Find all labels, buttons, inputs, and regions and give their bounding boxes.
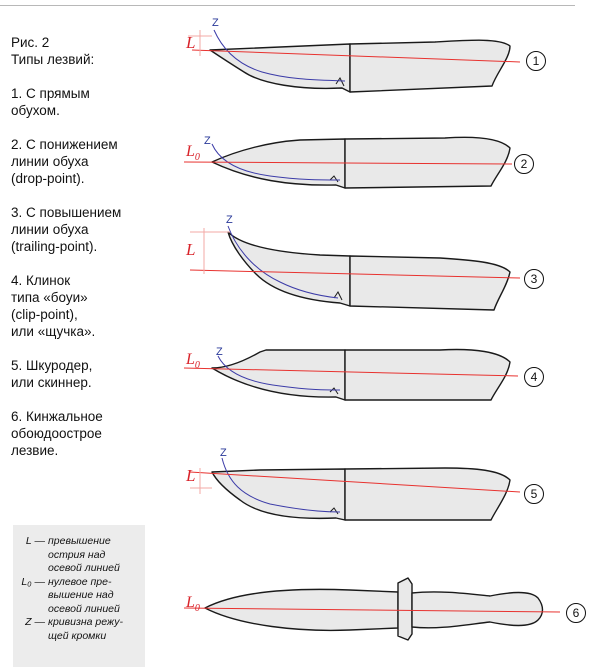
knife-2-l0-label: L0 — [186, 143, 200, 164]
caption-item-6-line-1: 6. Кинжальное — [11, 409, 103, 424]
legend-text: вышение над — [48, 589, 114, 601]
caption-item-5-line-2: или скиннер. — [11, 375, 92, 390]
figure-caption: Рис. 2 Типы лезвий: 1. С прямым обухом. … — [11, 34, 181, 459]
knife-3-ricasso-notch — [333, 291, 343, 301]
knife-6-axis — [183, 607, 561, 613]
knife-5 — [211, 467, 511, 521]
caption-item-6-line-3: лезвие. — [11, 443, 59, 458]
knife-3 — [227, 231, 511, 311]
caption-item-3-line-3: (trailing-point). — [11, 239, 98, 254]
knife-1 — [209, 39, 511, 93]
legend-row-l: L — превышение острия над осевой линией — [21, 535, 139, 576]
knife-3-handle — [349, 255, 511, 311]
knife-4-ricasso-notch — [329, 387, 339, 395]
caption-item-1-line-1: 1. С прямым — [11, 86, 90, 101]
knife-1-z-label: Z — [212, 17, 219, 29]
knife-2-blade — [211, 138, 346, 189]
knife-1-l-label: L — [186, 33, 196, 52]
legend-text: нулевое пре- — [48, 575, 112, 588]
knife-4-number-badge: 4 — [524, 367, 544, 387]
knife-3-blade — [227, 231, 351, 307]
knife-5-edge-curve — [221, 457, 341, 513]
knife-5-l-label: L — [186, 466, 196, 485]
legend-text: щей кромки — [48, 629, 107, 642]
knife-4-l0-label: L0 — [186, 351, 200, 372]
legend-text: превышение — [48, 535, 111, 547]
knife-4-edge-curve — [217, 355, 341, 391]
legend-text: осевой линией — [48, 562, 120, 574]
knife-2-z-label: Z — [204, 135, 211, 147]
knife-2 — [211, 136, 511, 189]
knife-4-z-label: Z — [216, 346, 223, 358]
caption-item-4-line-4: или «щучка». — [11, 324, 96, 339]
knife-1-axis — [191, 49, 521, 63]
top-rule — [0, 5, 575, 6]
legend-symbol: L — — [25, 535, 45, 547]
knife-3-edge-curve — [227, 225, 339, 299]
knife-5-blade — [211, 468, 346, 521]
knife-5-axis — [189, 471, 521, 493]
knife-3-number-badge: 3 — [524, 269, 544, 289]
caption-item-3-line-1: 3. С повышением — [11, 205, 122, 220]
knife-1-handle — [349, 39, 511, 93]
legend-symbol: L₀ — — [21, 575, 45, 588]
knife-3-z-label: Z — [226, 214, 233, 226]
figure-number: Рис. 2 — [11, 35, 50, 50]
knife-2-edge-curve — [211, 143, 341, 181]
knife-6-number-badge: 6 — [566, 603, 586, 623]
caption-item-4-line-2: типа «боуи» — [11, 290, 88, 305]
knife-1-number-badge: 1 — [526, 51, 546, 71]
knife-2-number-badge: 2 — [514, 154, 534, 174]
knife-2-handle — [344, 136, 511, 189]
knife-2-axis — [183, 161, 513, 165]
knife-6-guard — [397, 577, 413, 641]
knife-4-blade — [211, 349, 346, 401]
caption-item-3-line-2: линии обуха — [11, 222, 89, 237]
knife-4-axis — [183, 367, 519, 377]
caption-item-6-line-2: обоюдоострое — [11, 426, 102, 441]
legend-box: L — превышение острия над осевой линией … — [13, 525, 145, 667]
knife-6 — [204, 577, 544, 641]
knife-3-l-label: L — [186, 240, 196, 259]
caption-item-2-line-1: 2. С понижением — [11, 137, 118, 152]
knife-1-ricasso-notch — [335, 77, 345, 87]
figure-title: Типы лезвий: — [11, 52, 95, 67]
caption-item-2-line-3: (drop-point). — [11, 171, 85, 186]
legend-row-z: Z — кривизна режу- щей кромки — [21, 616, 139, 643]
legend-text: кривизна режу- — [48, 616, 124, 628]
legend-text: осевой линией — [48, 602, 120, 615]
knife-4-handle — [344, 348, 511, 401]
caption-item-4-line-1: 4. Клинок — [11, 273, 71, 288]
caption-item-4-line-3: (clip-point), — [11, 307, 78, 322]
legend-row-l0: L₀ — нулевое пре- вышение над осевой лин… — [21, 576, 139, 617]
legend-symbol: Z — — [25, 616, 45, 628]
legend-text: острия над — [48, 548, 106, 561]
knife-3-axis — [189, 269, 521, 279]
caption-item-2-line-2: линии обуха — [11, 154, 89, 169]
caption-item-5-line-1: 5. Шкуродер, — [11, 358, 93, 373]
knife-1-edge-curve — [213, 29, 346, 82]
caption-item-1-line-2: обухом. — [11, 103, 60, 118]
knife-6-handle — [411, 591, 544, 629]
knife-6-l0-label: L0 — [186, 594, 200, 615]
knife-5-z-label: Z — [220, 447, 227, 459]
knife-5-number-badge: 5 — [524, 484, 544, 504]
knife-5-handle — [344, 467, 511, 521]
knife-4 — [211, 348, 511, 401]
